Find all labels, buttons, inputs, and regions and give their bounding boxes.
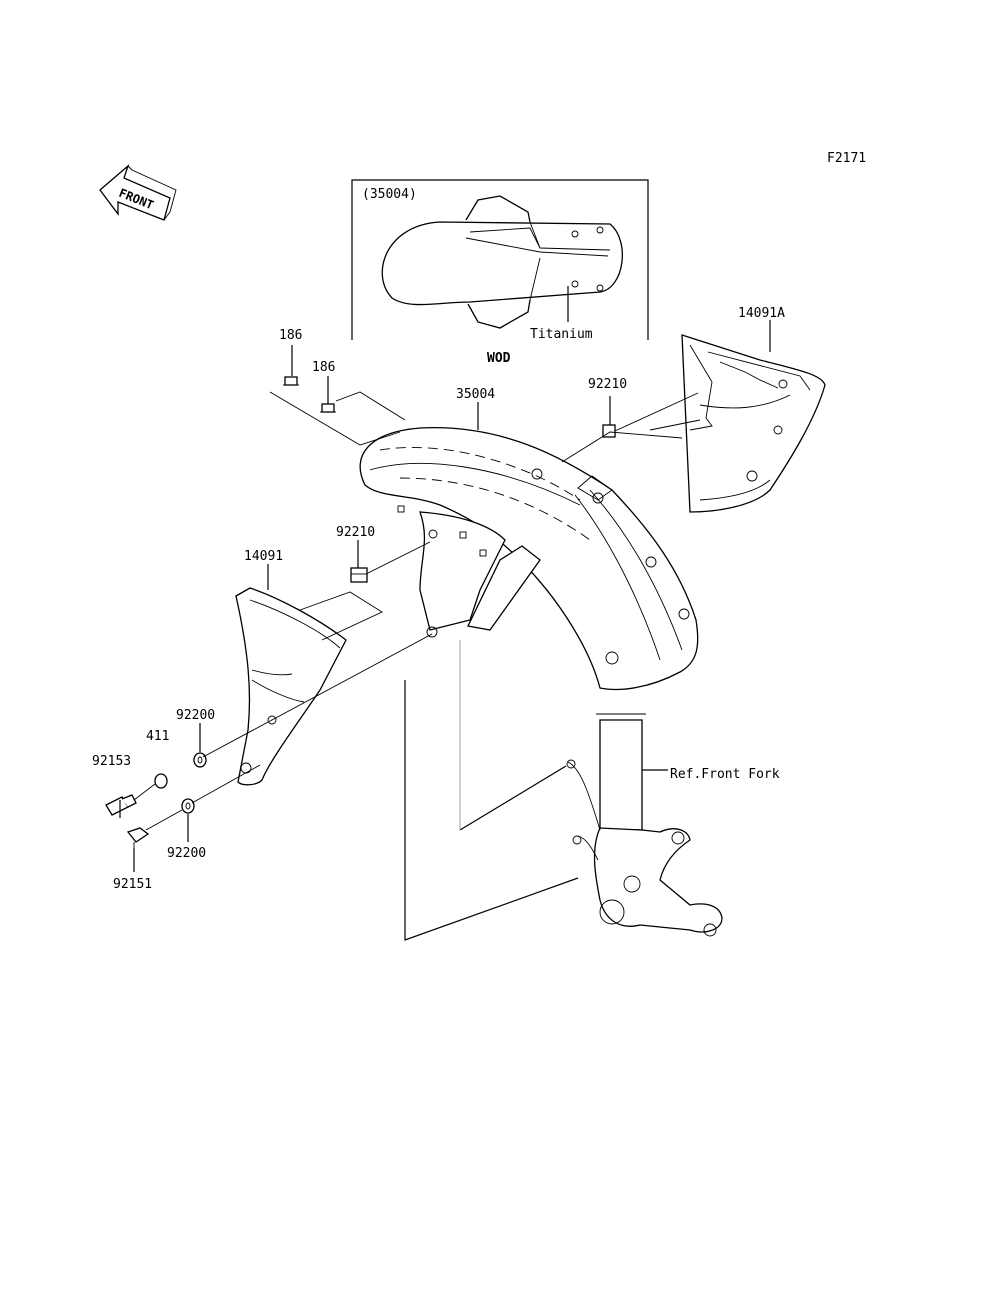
fender-cover-14091A-drawing: [681, 334, 826, 513]
label-14091: 14091: [244, 549, 283, 564]
bolt-92153-icon: [105, 794, 137, 816]
label-92200-top: 92200: [176, 708, 215, 723]
label-35004: 35004: [456, 387, 495, 402]
label-186-b: 186: [312, 360, 335, 375]
label-92151: 92151: [113, 877, 152, 892]
label-411: 411: [146, 729, 169, 744]
collar-411-icon: [154, 773, 168, 789]
inset-material-label: Titanium: [530, 327, 593, 342]
label-92210-left: 92210: [336, 525, 375, 540]
inset-model-label: WOD: [487, 351, 511, 366]
front-direction-arrow-icon: FRONT: [99, 163, 177, 221]
nut-92210-left-icon: [350, 567, 368, 583]
inset-titanium-variant: (35004) Titanium WOD: [351, 179, 649, 366]
washer-92200-top-icon: [193, 752, 207, 768]
label-92210-right: 92210: [588, 377, 627, 392]
titanium-fender-drawing: [381, 195, 623, 329]
bolt-186-b-icon: [320, 403, 336, 413]
figure-code: F2171: [827, 151, 866, 166]
label-92200-bottom: 92200: [167, 846, 206, 861]
leader-lines: [119, 320, 771, 941]
label-186-a: 186: [279, 328, 302, 343]
inset-part-ref: (35004): [362, 187, 417, 202]
front-fender-drawing: [359, 427, 699, 691]
bolt-92151-icon: [126, 827, 150, 848]
fender-cover-14091-drawing: [235, 587, 347, 786]
label-ref-front-fork: Ref.Front Fork: [670, 767, 780, 782]
label-14091A: 14091A: [738, 306, 785, 321]
bolt-186-a-icon: [283, 376, 299, 386]
washer-92200-bottom-icon: [181, 798, 195, 814]
label-92153: 92153: [92, 754, 131, 769]
front-fork-drawing: [566, 713, 723, 937]
